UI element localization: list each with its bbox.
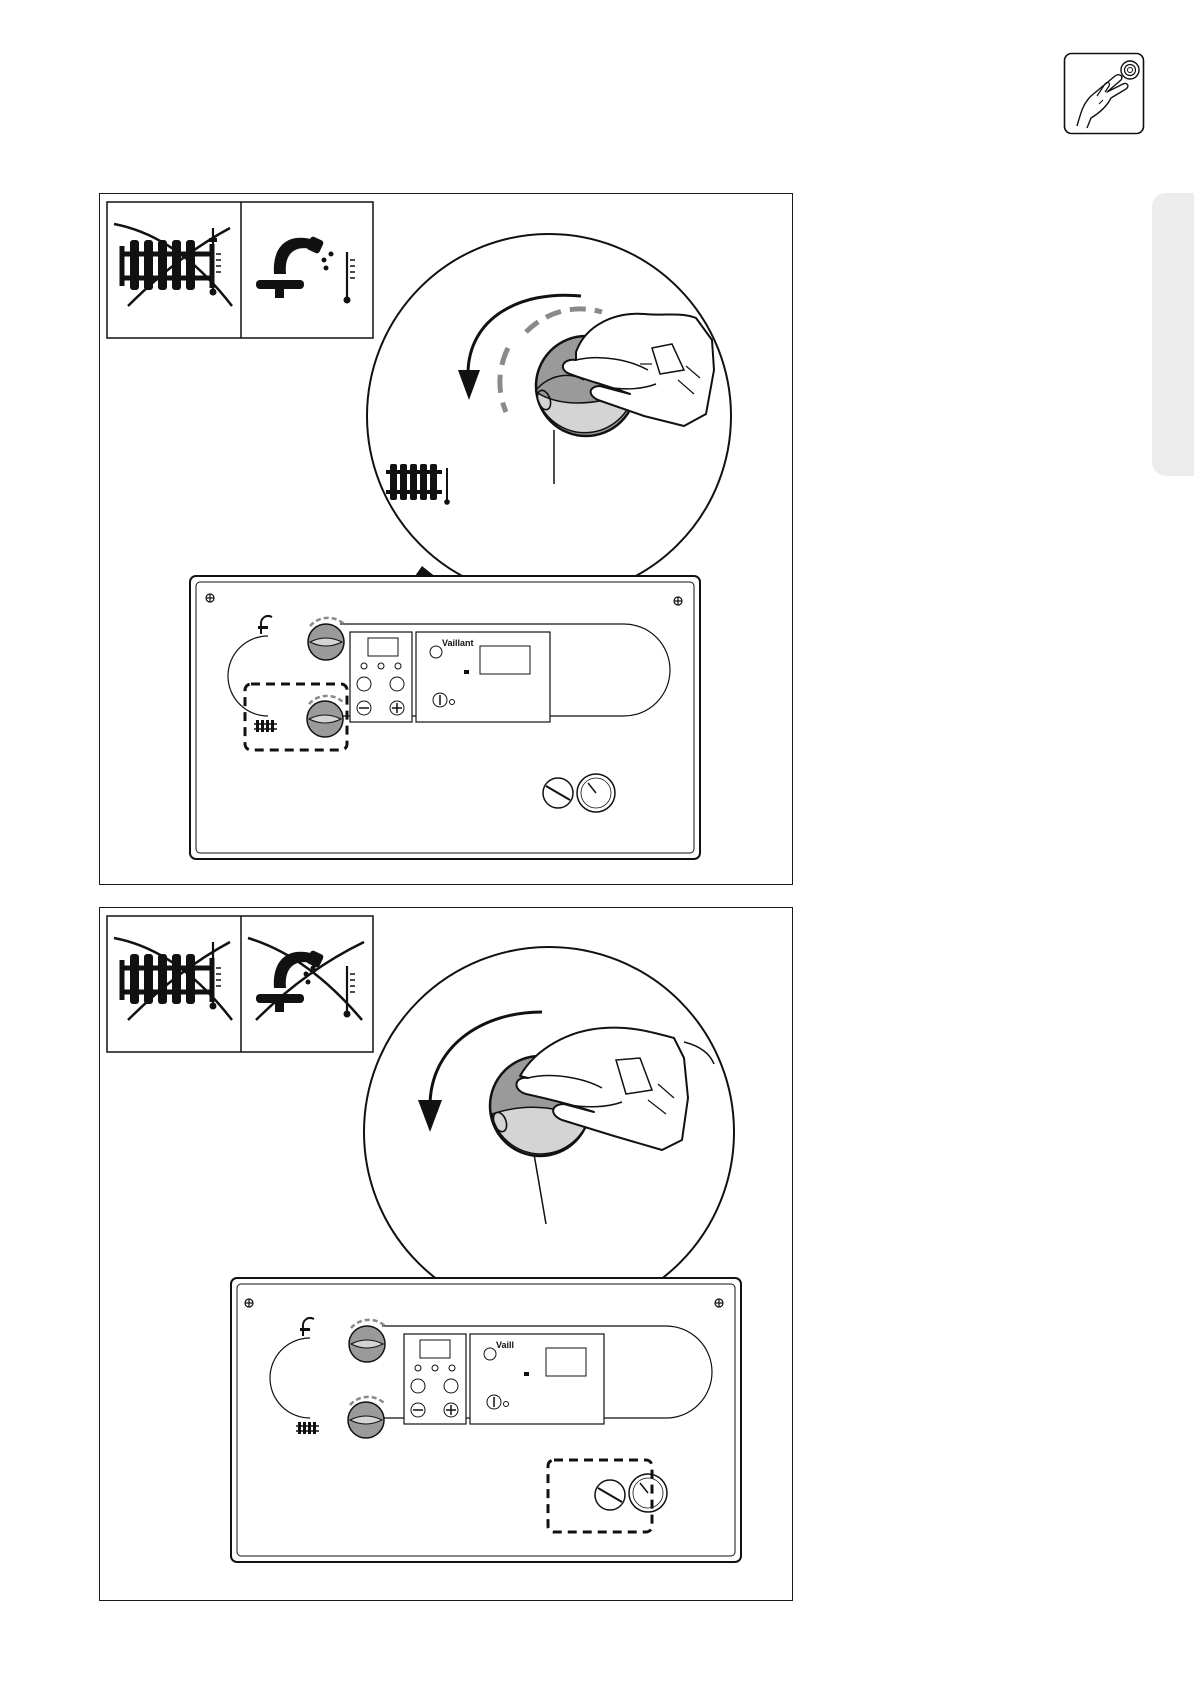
hand-pressing-button-icon [1063,52,1145,135]
brand-label: Vaill [496,1340,514,1350]
timer-module: Vaill [470,1334,604,1424]
display-module [350,632,412,722]
magnified-view [367,234,731,598]
pressure-gauge-icon [577,774,615,812]
display-module [404,1334,466,1424]
boiler-control-panel: Vaillant [190,576,700,859]
magnified-view [364,947,734,1317]
figure-panel-all-off: Vaill [99,907,793,1601]
timer-module: Vaillant [416,632,550,722]
main-switch-knob-small[interactable] [595,1480,625,1510]
brand-label: Vaillant [442,638,474,648]
pressure-gauge-icon [629,1474,667,1512]
boiler-control-panel: Vaill [231,1278,741,1562]
section-tab [1152,193,1194,476]
main-switch-knob-small[interactable] [543,778,573,808]
figure-panel-heating-off: Vaillant [99,193,793,885]
